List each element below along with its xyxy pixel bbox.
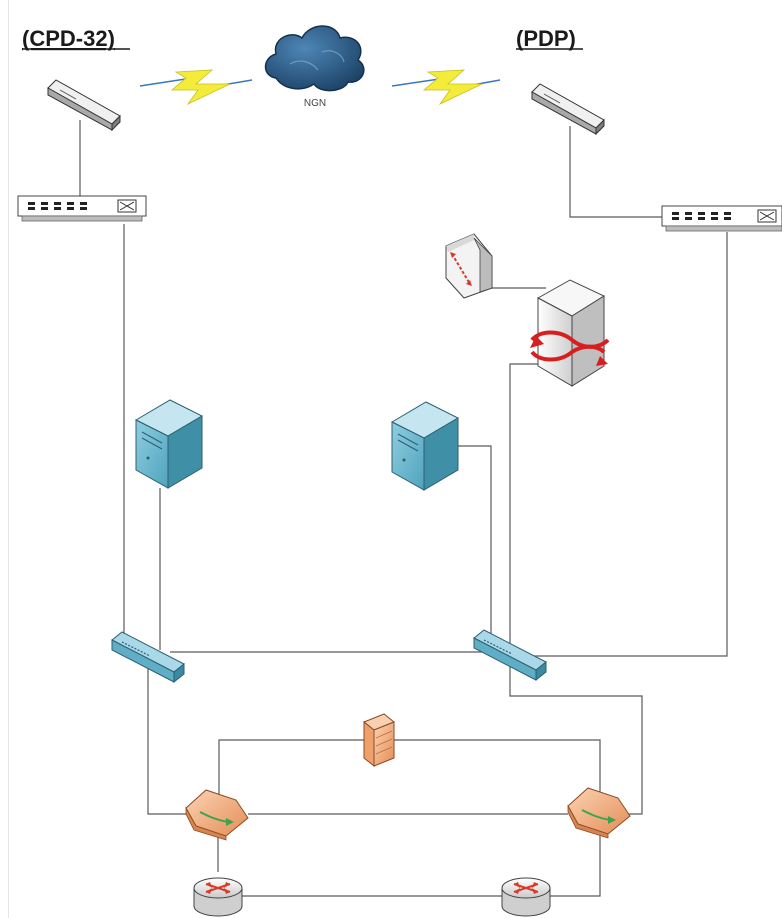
link-fw-l3-left xyxy=(218,739,364,798)
server-right-icon xyxy=(390,401,460,491)
router-right-icon xyxy=(501,877,551,917)
link-switch-left-l3-left xyxy=(147,668,186,815)
link-server-right-switch-right xyxy=(456,445,492,640)
firewall-icon xyxy=(363,713,395,768)
ngn-cloud-icon xyxy=(264,25,365,92)
l3-device-left-icon xyxy=(185,789,249,841)
cloud-label: NGN xyxy=(304,98,326,109)
links xyxy=(79,120,728,897)
modem-left-icon xyxy=(47,79,121,132)
l3-device-right-icon xyxy=(567,787,631,839)
link-fw-l3-right xyxy=(392,739,601,796)
site-label-left: (CPD-32) xyxy=(22,26,115,51)
switch-right-icon xyxy=(473,629,547,682)
left-margin-rule xyxy=(0,0,9,918)
switch-left-icon xyxy=(111,631,185,684)
link-panel-right-switch-right xyxy=(520,232,728,657)
backup-server-icon xyxy=(530,279,610,387)
wireless-link-left xyxy=(139,69,253,106)
router-left-icon xyxy=(193,877,243,917)
modem-right-icon xyxy=(531,83,605,136)
mux-unit-icon xyxy=(445,233,493,299)
patch-panel-right-icon xyxy=(661,205,782,232)
wireless-link-right xyxy=(391,69,501,106)
server-left-icon xyxy=(134,399,204,489)
link-l3-right-router-right xyxy=(550,832,601,897)
link-modem-right-panel-right xyxy=(569,126,664,218)
link-backup-switch-right xyxy=(509,363,643,815)
site-label-right: (PDP) xyxy=(516,26,576,51)
patch-panel-left-icon xyxy=(17,195,147,222)
